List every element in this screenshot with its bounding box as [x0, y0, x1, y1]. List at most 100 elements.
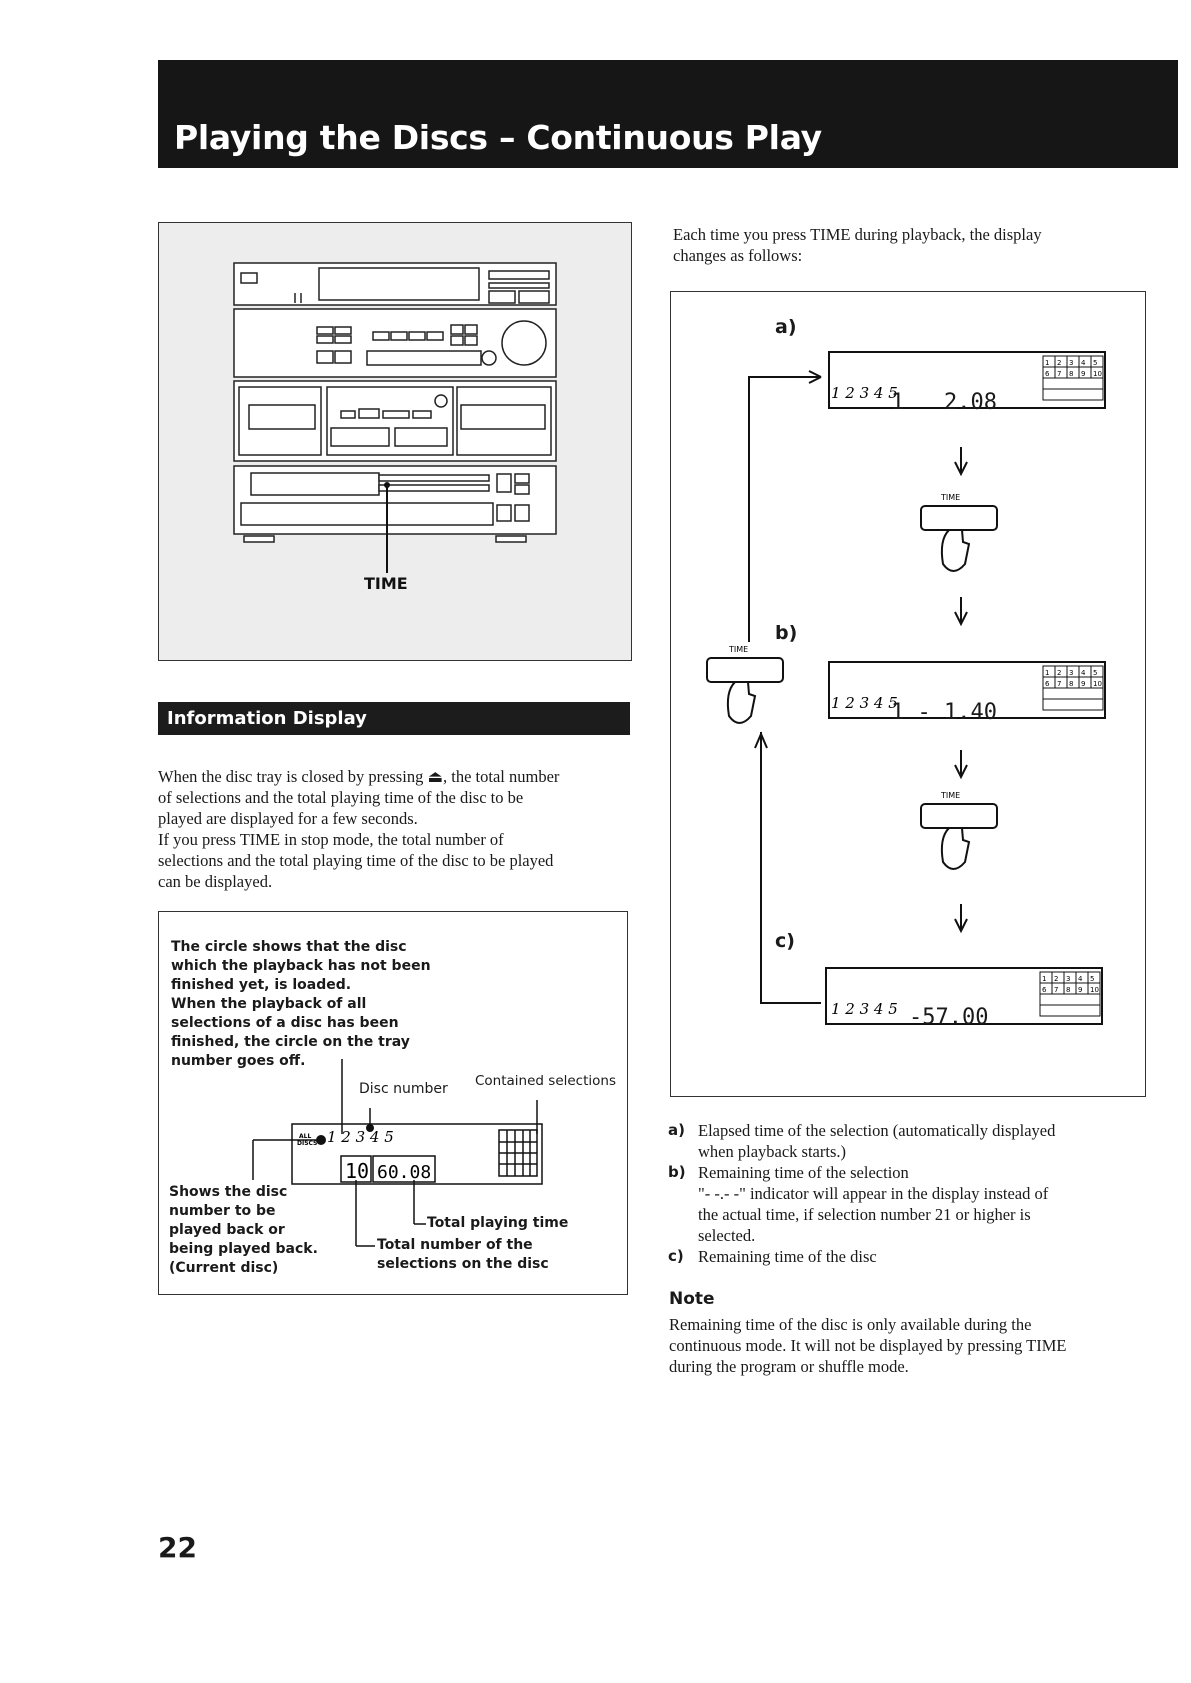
right-intro: Each time you press TIME during playback…	[673, 224, 1143, 266]
grid-empty-row	[1042, 388, 1104, 401]
time-readout: 60.08	[377, 1162, 431, 1183]
text-line: number goes off.	[171, 1053, 306, 1069]
list-key: b)	[668, 1163, 686, 1181]
text-line: when playback starts.)	[698, 1142, 846, 1161]
disc-numbers-b: 1 2 3 4 5	[831, 694, 898, 712]
grid-empty-row	[1042, 687, 1104, 700]
text-line: Each time you press TIME during playback…	[673, 225, 1042, 244]
text-line: can be displayed.	[158, 872, 273, 891]
text-line: selected.	[698, 1226, 756, 1245]
grid-number: 2	[1057, 359, 1061, 367]
sequence-label-c: c)	[775, 930, 795, 952]
grid-number: 7	[1054, 986, 1058, 994]
text-line: If you press TIME in stop mode, the tota…	[158, 830, 504, 849]
text-line: being played back.	[169, 1241, 318, 1257]
grid-number: 6	[1042, 986, 1047, 994]
sequence-label-b: b)	[775, 622, 798, 644]
grid-empty-row	[1042, 377, 1104, 390]
grid-number: 4	[1078, 975, 1083, 983]
text-line: Remaining time of the disc is only avail…	[669, 1315, 1032, 1334]
text-line: Shows the disc	[169, 1184, 288, 1200]
grid-number: 4	[1081, 359, 1086, 367]
list-item: c) Remaining time of the disc	[668, 1246, 1148, 1267]
title-bar	[158, 60, 1178, 168]
text-line: which the playback has not been	[171, 958, 431, 974]
grid-empty-row	[1039, 1004, 1101, 1017]
discs-indicator: DISCS	[297, 1140, 317, 1147]
disc-number-label: Disc number	[359, 1081, 448, 1097]
grid-number: 2	[1054, 975, 1058, 983]
grid-number: 6	[1045, 370, 1050, 378]
note-text: Remaining time of the disc is only avail…	[669, 1314, 1149, 1377]
circle-explanation: The circle shows that the disc which the…	[171, 938, 431, 1071]
disc-numbers-a: 1 2 3 4 5	[831, 384, 898, 402]
grid-number: 9	[1078, 986, 1082, 994]
text-line: played back or	[169, 1222, 285, 1238]
grid-number: 5	[1093, 359, 1097, 367]
display-mode-list: a) Elapsed time of the selection (automa…	[668, 1120, 1148, 1267]
text-line: the actual time, if selection number 21 …	[698, 1205, 1031, 1224]
contained-selections-label: Contained selections	[475, 1073, 616, 1089]
time-button-label: TIME	[940, 493, 960, 502]
time-button-label: TIME	[940, 791, 960, 800]
information-display-diagram: ALL DISCS 1 2 3 4 5 10 60.08 The circle …	[158, 911, 628, 1295]
grid-number: 5	[1093, 669, 1097, 677]
page-title: Playing the Discs – Continuous Play	[174, 118, 822, 157]
stereo-drawing: TIME	[233, 262, 557, 593]
display-sequence-figure: TIME TIME TIME 1 2 3 4 5 1 2 3 4 5 1 2 3…	[670, 291, 1146, 1097]
grid-number: 10	[1093, 370, 1102, 378]
total-playing-time-label: Total playing time	[427, 1215, 569, 1231]
selections-readout: 10	[345, 1159, 369, 1183]
section-heading: Information Display	[167, 708, 367, 729]
text-line: (Current disc)	[169, 1260, 279, 1276]
grid-number: 8	[1066, 986, 1070, 994]
grid-number: 3	[1066, 975, 1070, 983]
text-line: When the playback of all	[171, 996, 367, 1012]
grid-empty-row	[1042, 698, 1104, 711]
text-line: Total number of the	[377, 1237, 533, 1253]
text-line: finished yet, is loaded.	[171, 977, 352, 993]
readout-a: 1 2.08	[891, 390, 997, 415]
text-line: continuous mode. It will not be displaye…	[669, 1336, 1067, 1355]
sequence-drawing: TIME TIME TIME 1 2 3 4 5 1 2 3 4 5 1 2 3…	[706, 351, 1106, 1025]
sequence-label-a: a)	[775, 316, 797, 338]
grid-number: 1	[1042, 975, 1046, 983]
all-indicator: ALL	[299, 1133, 311, 1140]
disc-tray-numbers: 1 2 3 4 5	[327, 1128, 394, 1146]
grid-number: 3	[1069, 359, 1073, 367]
grid-number: 8	[1069, 680, 1073, 688]
current-disc-label: Shows the disc number to be played back …	[169, 1183, 318, 1278]
text-line: Elapsed time of the selection (automatic…	[698, 1121, 1056, 1140]
text-line: selections of a disc has been	[171, 1015, 399, 1031]
grid-number: 10	[1093, 680, 1102, 688]
text-line: "- -.- -" indicator will appear in the d…	[698, 1184, 1049, 1203]
readout-c: -57.00	[909, 1005, 989, 1030]
grid-number: 1	[1045, 359, 1049, 367]
page-number: 22	[158, 1531, 197, 1564]
grid-number: 7	[1057, 370, 1061, 378]
section-heading-bar	[158, 702, 630, 735]
text-line: played are displayed for a few seconds.	[158, 809, 418, 828]
stereo-illustration: TIME	[158, 222, 632, 661]
grid-number: 7	[1057, 680, 1061, 688]
note-heading: Note	[669, 1289, 715, 1309]
list-item: b) Remaining time of the selection "- -.…	[668, 1162, 1148, 1246]
list-item: a) Elapsed time of the selection (automa…	[668, 1120, 1148, 1162]
grid-number: 5	[1090, 975, 1094, 983]
grid-number: 2	[1057, 669, 1061, 677]
text-line: The circle shows that the disc	[171, 939, 407, 955]
disc-numbers-c: 1 2 3 4 5	[831, 1000, 898, 1018]
time-callout: TIME	[364, 574, 408, 593]
text-line: during the program or shuffle mode.	[669, 1357, 909, 1376]
info-paragraph: When the disc tray is closed by pressing…	[158, 766, 633, 892]
text-line: number to be	[169, 1203, 276, 1219]
time-button-label: TIME	[728, 645, 748, 654]
grid-number: 1	[1045, 669, 1049, 677]
grid-number: 3	[1069, 669, 1073, 677]
text-line: selections and the total playing time of…	[158, 851, 554, 870]
grid-number: 4	[1081, 669, 1086, 677]
grid-number: 10	[1090, 986, 1099, 994]
text-line: changes as follows:	[673, 246, 803, 265]
grid-empty-row	[1039, 993, 1101, 1006]
grid-number: 9	[1081, 370, 1085, 378]
